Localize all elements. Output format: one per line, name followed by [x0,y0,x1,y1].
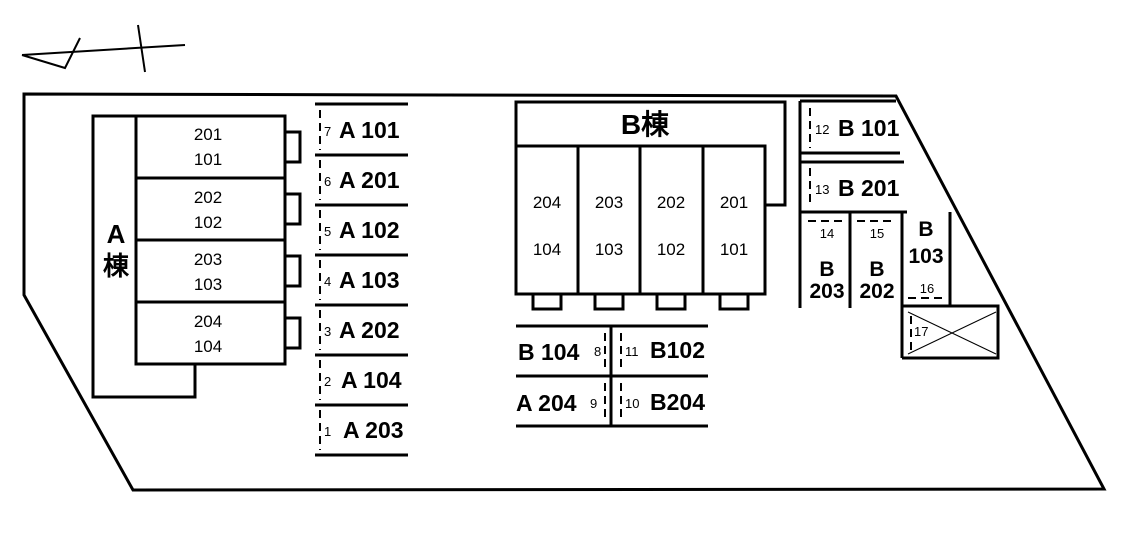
building-a-unit-upper: 203 [194,250,222,269]
building-a-unit-lower: 103 [194,275,222,294]
building-a-unit-lower: 101 [194,150,222,169]
parking-space-assignment: A 101 [339,117,400,143]
parking-space-number: 2 [324,374,331,389]
parking-space-assignment: B 101 [838,115,900,141]
north-arrow-icon [21,24,186,73]
parking-space-assignment: B 104 [518,339,580,365]
parking-space-number: 15 [870,226,884,241]
building-b-unit-upper: 201 [720,193,748,212]
parking-space-number: 8 [594,344,601,359]
parking-space-number: 11 [625,344,639,359]
parking-space-assignment-line1: B [869,258,884,281]
building-b-title: B棟 [621,109,670,140]
building-a-label-letter: A [107,219,126,249]
parking-space-number: 5 [324,224,331,239]
parking-center-dividers [604,333,622,420]
building-a-unit-lower: 102 [194,213,222,232]
parking-space-assignment: B 201 [838,175,900,201]
parking-right-lines [798,99,1000,360]
building-a-unit-lower: 104 [194,337,222,356]
parking-right-dividers [808,108,945,353]
building-b-unit-upper: 202 [657,193,685,212]
building-b-unit-lower: 103 [595,240,623,259]
building-b-unit-upper: 204 [533,193,561,212]
building-a-unit-upper: 202 [194,188,222,207]
parking-space-number: 9 [590,396,597,411]
building-a-unit-upper: 204 [194,312,222,331]
parking-space-assignment-line2: 203 [809,280,844,303]
building-b-unit-upper: 203 [595,193,623,212]
parking-space-number: 14 [820,226,834,241]
parking-space-assignment: A 104 [341,367,402,393]
parking-space-assignment: B102 [650,337,705,363]
parking-space-assignment: B204 [650,389,705,415]
parking-space-number: 12 [815,122,829,137]
building-b-unit-lower: 101 [720,240,748,259]
parking-space-number: 4 [324,274,331,289]
building-a-unit-upper: 201 [194,125,222,144]
parking-space-number: 10 [625,396,639,411]
parking-space-assignment: A 203 [343,417,404,443]
parking-space-assignment-line2: 103 [908,245,943,268]
site-boundary [22,92,1107,492]
parking-space-number: 16 [920,281,934,296]
parking-space-assignment: A 102 [339,217,400,243]
parking-space-number: 3 [324,324,331,339]
parking-center-lines [516,324,708,428]
parking-space-assignment: A 103 [339,267,400,293]
building-b [514,100,787,311]
parking-column-a-lines [315,102,408,457]
parking-space-assignment: A 204 [516,390,577,416]
building-b-unit-lower: 104 [533,240,561,259]
parking-space-number: 7 [324,124,331,139]
parking-space-assignment-line2: 202 [859,280,894,303]
parking-space-assignment-line1: B [819,258,834,281]
building-a-label-kanji: 棟 [103,251,130,281]
building-b-unit-lower: 102 [657,240,685,259]
parking-space-assignment-line1: B [918,218,933,241]
parking-space-number: 17 [914,324,928,339]
parking-space-assignment: A 201 [339,167,400,193]
parking-space-number: 1 [324,424,331,439]
parking-space-number: 13 [815,182,829,197]
parking-space-assignment: A 202 [339,317,400,343]
building-a [91,114,302,399]
parking-space-number: 6 [324,174,331,189]
